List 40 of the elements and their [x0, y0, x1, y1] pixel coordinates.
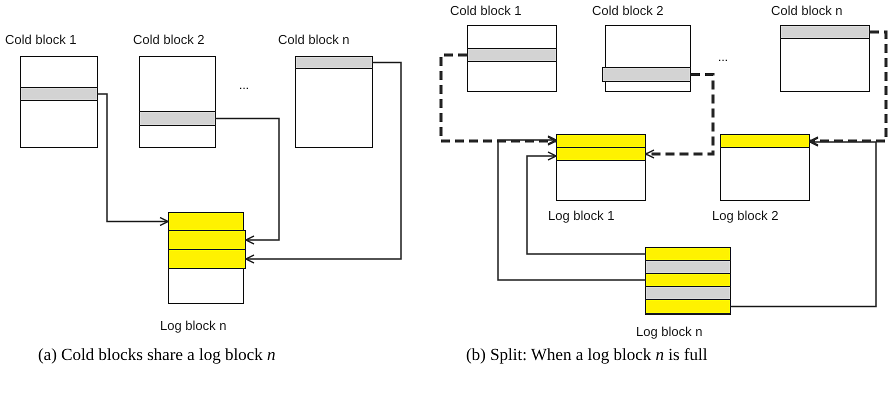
- record-strip: [168, 212, 244, 231]
- record-strip: [168, 249, 246, 269]
- arrow: [245, 62, 402, 264]
- record-strip: [645, 273, 731, 287]
- dashed-arrow: [809, 30, 888, 146]
- record-strip: [645, 260, 731, 274]
- record-strip: [295, 56, 373, 69]
- figure-caption: (b) Split: When a log block n is full: [466, 345, 708, 365]
- dashed-arrow: [645, 73, 714, 159]
- record-strip: [645, 286, 731, 300]
- record-strip: [720, 134, 810, 148]
- record-strip: [645, 247, 731, 261]
- ellipsis: ...: [239, 78, 250, 92]
- record-strip: [556, 147, 646, 161]
- ellipsis: ...: [718, 50, 728, 64]
- arrow: [98, 93, 169, 226]
- block-label: Cold block n: [771, 3, 843, 18]
- arrow: [526, 151, 645, 255]
- record-strip: [168, 230, 246, 250]
- record-strip: [20, 87, 98, 101]
- block-label: Cold block n: [278, 32, 350, 47]
- record-strip: [602, 67, 691, 82]
- record-strip: [780, 25, 870, 39]
- dashed-arrow: [440, 54, 557, 146]
- block-label: Cold block 1: [450, 3, 522, 18]
- block-label: Cold block 2: [592, 3, 664, 18]
- arrow: [216, 118, 280, 245]
- figure-caption: (a) Cold blocks share a log block n: [38, 345, 276, 365]
- record-strip: [556, 134, 646, 148]
- record-strip: [139, 111, 216, 126]
- block-label: Log block 1: [548, 208, 614, 223]
- block-label: Log block 2: [712, 208, 778, 223]
- block-label: Log block n: [636, 324, 702, 339]
- block-label: Cold block 2: [133, 32, 205, 47]
- arrow: [731, 137, 877, 308]
- block-label: Log block n: [160, 318, 226, 333]
- block-label: Cold block 1: [5, 32, 77, 47]
- record-strip: [645, 299, 731, 314]
- arrow: [497, 135, 645, 281]
- record-strip: [467, 48, 557, 62]
